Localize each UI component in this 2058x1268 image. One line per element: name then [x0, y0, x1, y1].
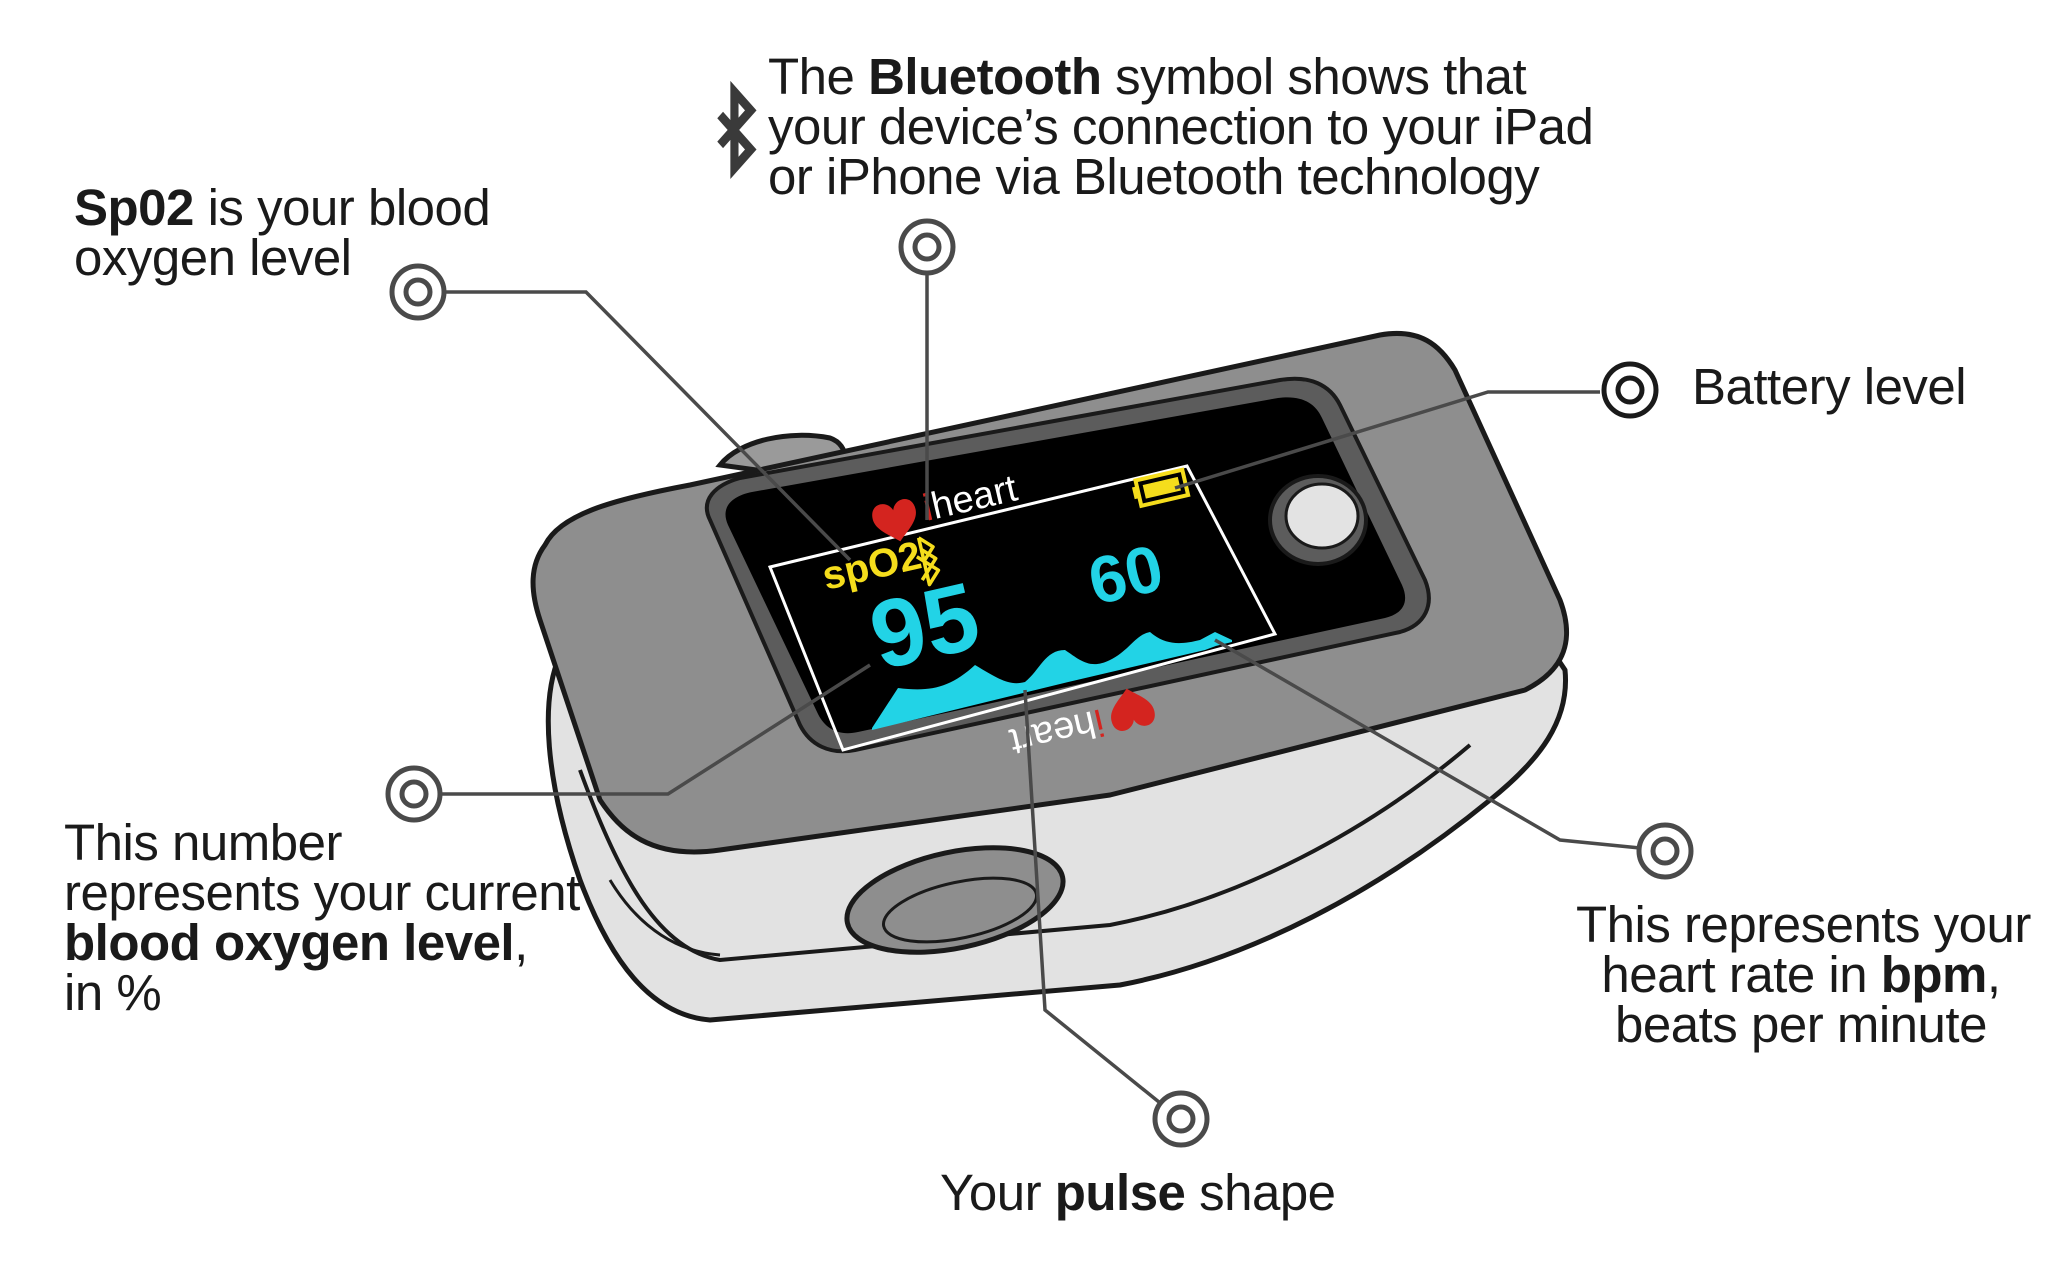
target-ring-icon-battery — [1601, 361, 1659, 419]
target-ring-icon-pulse — [1152, 1090, 1210, 1148]
heart-rate-value: 60 — [1082, 530, 1170, 619]
callout-heart-keyword: bpm — [1880, 946, 1988, 1003]
target-ring-icon-spo2 — [389, 263, 447, 321]
device-shell-seam-inner — [608, 879, 721, 957]
bluetooth-icon — [717, 80, 757, 180]
device-screen — [725, 397, 1406, 734]
pulse-oximeter-device — [530, 331, 1570, 1023]
leader-lines — [440, 270, 1641, 1117]
callout-heart-line2: heart rate in bpm, — [1601, 946, 2001, 1003]
callout-spo2-line1: Sp02 is your blood — [74, 179, 491, 236]
leader-line-oxygen-number — [440, 663, 871, 796]
leader-line-spo2 — [440, 290, 852, 562]
callout-oxygen-number: This number represents your current bloo… — [64, 814, 580, 1021]
callout-bluetooth-line2: your device’s connection to your iPad — [768, 98, 1594, 155]
callout-heart-line1: This represents your — [1576, 896, 2031, 953]
screen-display-frame — [767, 464, 1278, 752]
callout-spo2-keyword: Sp02 — [74, 179, 194, 236]
spo2-value: 95 — [861, 562, 989, 690]
callout-pulse-line: Your pulse shape — [940, 1164, 1336, 1221]
callout-oxygen-line4: in % — [64, 964, 162, 1021]
callout-markers — [385, 218, 1694, 1148]
callout-spo2-line2: oxygen level — [74, 229, 352, 286]
heart-icon — [872, 499, 916, 542]
callout-battery-text: Battery level — [1692, 358, 1967, 415]
callout-bluetooth-line1: The Bluetooth symbol shows that — [768, 48, 1527, 105]
target-ring-icon-heart-rate — [1636, 822, 1694, 880]
callout-oxygen-line3: blood oxygen level, — [64, 914, 528, 971]
battery-icon — [1131, 467, 1191, 509]
callout-pulse-keyword: pulse — [1054, 1164, 1186, 1221]
callout-bluetooth-line3: or iPhone via Bluetooth technology — [768, 148, 1540, 205]
device-shell-seam — [578, 743, 1472, 963]
leader-line-pulse — [1023, 689, 1177, 1117]
callout-heart-line3: beats per minute — [1615, 996, 1987, 1053]
heart-icon-bottom — [1111, 688, 1155, 731]
leader-line-heart-rate — [1214, 638, 1641, 850]
pulse-waveform — [872, 632, 1232, 730]
callout-pulse: Your pulse shape — [940, 1164, 1336, 1221]
target-ring-icon-bluetooth — [898, 218, 956, 276]
leader-line-battery — [1174, 390, 1600, 490]
callout-oxygen-line2: represents your current — [64, 864, 580, 921]
callout-spo2: Sp02 is your blood oxygen level — [74, 179, 491, 286]
callout-battery: Battery level — [1692, 358, 1967, 415]
target-ring-icon-oxygen-number — [385, 765, 443, 823]
power-button — [1284, 482, 1360, 550]
callout-bluetooth: The Bluetooth symbol shows that your dev… — [768, 48, 1594, 205]
bluetooth-icon-screen — [915, 536, 941, 587]
callout-heart-rate: This represents your heart rate in bpm, … — [1576, 896, 2031, 1053]
device-bottom-button — [844, 845, 1066, 955]
callout-oxygen-keyword: blood oxygen level — [64, 914, 515, 971]
callout-bluetooth-keyword: Bluetooth — [868, 48, 1102, 105]
callout-oxygen-line1: This number — [64, 814, 342, 871]
